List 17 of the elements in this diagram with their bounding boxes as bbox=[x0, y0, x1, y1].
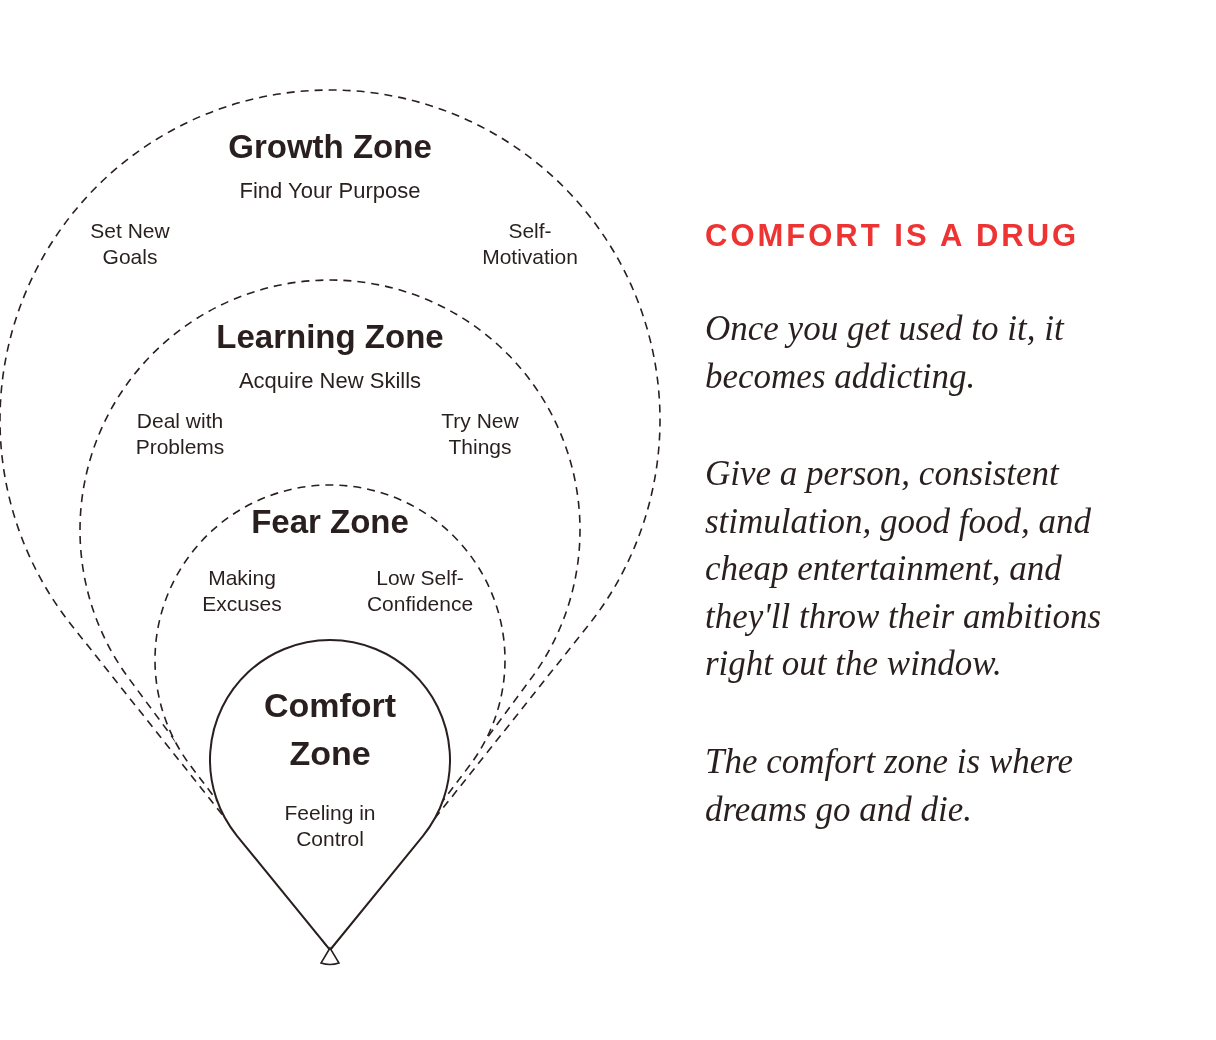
zone-title: Fear Zone bbox=[251, 503, 409, 541]
paragraph: Give a person, consistent stimulation, good food, and cheap entertainment, and they'll throw their ambitions right out the window. bbox=[705, 453, 1103, 686]
zone-title: Comfort Zone bbox=[262, 685, 398, 774]
paragraph: The comfort zone is where dreams go and die. bbox=[705, 741, 1075, 831]
zone-note: Set New Goals bbox=[89, 218, 171, 271]
zone-subtitle: Find Your Purpose bbox=[239, 178, 421, 204]
zone-title: Learning Zone bbox=[216, 318, 444, 356]
paragraph: Once you get used to it, it becomes addicting. bbox=[705, 308, 1066, 398]
zone-note: Making Excuses bbox=[201, 565, 283, 618]
zone-note: Low Self- Confidence bbox=[365, 565, 475, 618]
zone-note: Feeling in Control bbox=[283, 800, 377, 853]
zone-note: Deal with Problems bbox=[134, 408, 226, 461]
zone-title: Growth Zone bbox=[228, 128, 432, 166]
zone-note: Self- Motivation bbox=[481, 218, 579, 271]
zone-subtitle: Acquire New Skills bbox=[238, 368, 422, 394]
heading: COMFORT IS A DRUG bbox=[705, 218, 1080, 254]
zone-note: Try New Things bbox=[440, 408, 520, 461]
